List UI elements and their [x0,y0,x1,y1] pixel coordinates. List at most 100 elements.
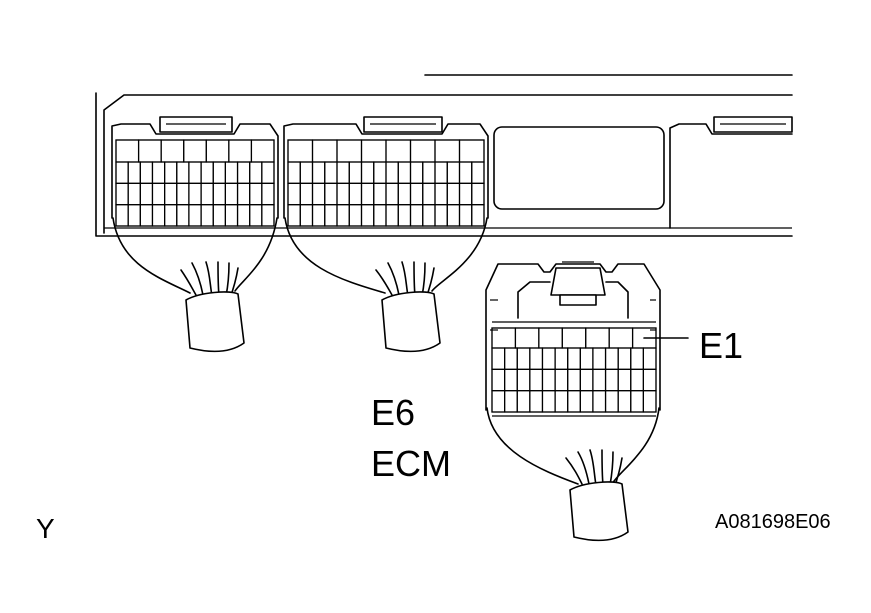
pin-cavity [183,139,207,163]
pin-cavity [504,347,518,370]
pin-cavity [397,204,412,227]
pin-cavity [336,182,350,206]
pin-cavity [592,347,607,370]
pin-cavity [188,182,202,206]
pin-cavity [299,182,314,206]
pin-cavity [458,139,485,163]
pin-cavity [261,161,275,184]
pin-cavity [139,182,154,206]
pin-cavity [579,368,594,392]
ecm-blank-port [493,126,665,210]
label-view-y: Y [36,513,55,544]
label-e6: E6 [371,392,415,433]
figure-code: A081698E06 [715,511,831,533]
pin-cavity [311,204,326,227]
pin-cavity [176,204,190,227]
pin-cavity [348,204,363,227]
pin-cavity [236,182,251,206]
pin-cavity [224,182,239,206]
pin-cavity [409,182,424,206]
pin-cavity [115,139,140,163]
pin-cavity [324,204,338,227]
pin-cavity [385,204,399,227]
pin-cavity [127,161,141,184]
pin-cavity [212,204,226,227]
pin-cavity [176,182,190,206]
ecm-connector-middle [283,116,489,353]
pin-cavity [115,182,129,206]
pin-cavity [446,182,461,206]
pin-cavity [617,390,632,413]
pin-cavity [554,347,569,370]
pin-cavity [151,161,166,184]
pin-cavity [249,161,263,184]
pin-cavity [409,161,424,184]
pin-cavity [554,368,569,392]
pin-cavity [458,204,473,227]
pin-cavity [434,161,448,184]
pin-cavity [200,182,214,206]
pin-cavity [592,368,607,392]
pin-cavity [529,390,544,413]
pin-cavity [360,139,387,163]
pin-cavity [630,347,644,370]
pin-cavity [385,182,399,206]
pin-cavity [287,139,314,163]
pin-cavity [127,204,141,227]
pin-cavity [115,204,129,227]
pin-cavity [212,182,226,206]
pin-cavity [115,161,129,184]
pin-cavity [567,347,581,370]
pin-cavity [373,204,387,227]
pin-cavity [200,161,214,184]
pin-cavity [397,161,412,184]
pin-cavity [151,204,166,227]
pin-cavity [385,161,399,184]
ecm-connector-left [111,116,279,353]
pin-cavity [514,327,540,349]
pin-cavity [446,161,461,184]
pin-cavity [434,182,448,206]
pin-cavity [299,204,314,227]
pin-cavity [324,182,338,206]
pin-cavity [471,161,485,184]
pin-cavity [188,204,202,227]
pin-cavity [579,390,594,413]
pin-cavity [642,347,657,370]
pin-cavity [538,327,563,349]
pin-cavity [336,161,350,184]
pin-cavity [249,204,263,227]
pin-cavity [151,182,166,206]
pin-cavity [630,368,644,392]
pin-cavity [137,139,162,163]
pin-cavity [348,182,363,206]
pin-cavity [287,161,301,184]
pin-cavity [529,368,544,392]
pin-cavity [228,139,253,163]
pin-cavity [160,139,185,163]
pin-cavity [604,368,619,392]
pin-cavity [397,182,412,206]
pin-cavity [541,390,556,413]
pin-cavity [287,204,301,227]
pin-cavity [287,182,301,206]
pin-cavity [504,368,518,392]
pin-cavity [360,204,375,227]
pin-cavity [409,139,436,163]
pin-cavity [360,182,375,206]
pin-cavity [471,182,485,206]
pin-cavity [504,390,518,413]
pin-cavity [434,204,448,227]
ecm-housing [95,74,793,237]
pin-cavity [236,161,251,184]
pin-cavity [164,182,178,206]
pin-cavity [360,161,375,184]
pin-cavity [585,327,610,349]
pin-cavity [561,327,587,349]
pin-cavity [554,390,569,413]
pin-cavity [385,139,412,163]
pin-cavity [139,161,154,184]
label-e1: E1 [699,325,743,366]
pin-cavity [224,161,239,184]
